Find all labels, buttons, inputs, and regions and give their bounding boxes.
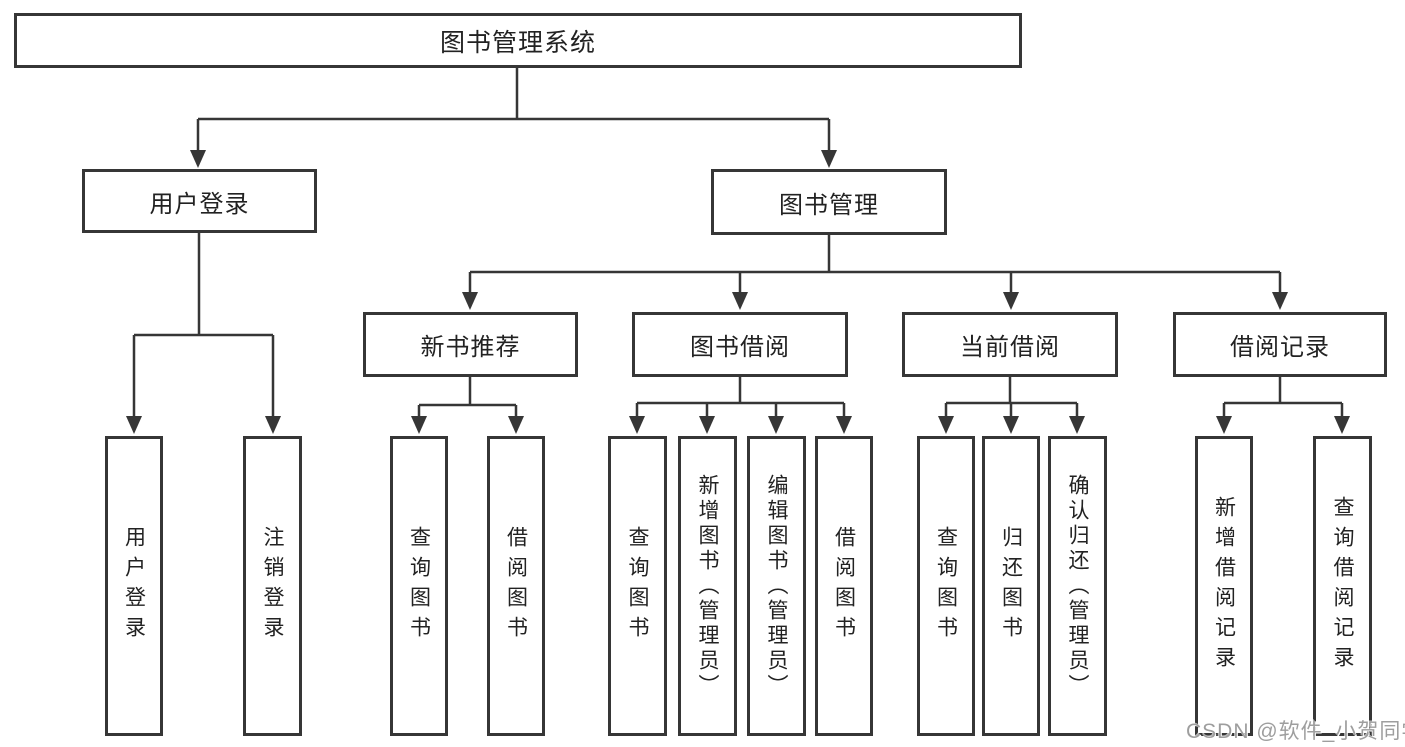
edge-records-split bbox=[1222, 377, 1344, 418]
edge-user-login-split bbox=[132, 233, 275, 418]
leaf-query-books-1-label: 查询图书 bbox=[407, 526, 431, 646]
node-current-borrowing-label: 当前借阅 bbox=[960, 334, 1060, 361]
arrow-head bbox=[629, 416, 645, 434]
leaf-confirm-return-admin: 确认归还（管理员） bbox=[1048, 436, 1107, 736]
node-user-login-label: 用户登录 bbox=[149, 190, 250, 218]
arrow-head bbox=[1272, 292, 1288, 310]
arrow-head bbox=[411, 416, 427, 434]
leaf-return-books: 归还图书 bbox=[982, 436, 1040, 736]
leaf-query-books-2-label: 查询图书 bbox=[626, 526, 649, 646]
node-user-login: 用户登录 bbox=[82, 169, 317, 233]
edge-book-mgmt-split bbox=[468, 235, 1282, 294]
arrow-head bbox=[190, 150, 206, 168]
node-root-label: 图书管理系统 bbox=[439, 28, 596, 57]
edge-borrowing-split bbox=[635, 377, 846, 418]
arrow-head bbox=[1334, 416, 1350, 434]
arrow-head bbox=[508, 416, 524, 434]
node-new-book-recommend-label: 新书推荐 bbox=[420, 334, 521, 361]
leaf-edit-books-admin-label: 编辑图书（管理员） bbox=[765, 473, 788, 699]
arrow-head bbox=[821, 150, 837, 168]
arrow-head bbox=[1003, 416, 1019, 434]
node-current-borrowing: 当前借阅 bbox=[902, 312, 1118, 377]
node-book-management-label: 图书管理 bbox=[779, 191, 879, 219]
leaf-edit-books-admin: 编辑图书（管理员） bbox=[747, 436, 806, 736]
leaf-query-books-2: 查询图书 bbox=[608, 436, 667, 736]
node-book-management: 图书管理 bbox=[711, 169, 947, 235]
leaf-add-books-admin-label: 新增图书（管理员） bbox=[696, 473, 719, 699]
leaf-query-books-3-label: 查询图书 bbox=[934, 526, 958, 646]
arrow-head bbox=[732, 292, 748, 310]
node-book-borrowing-label: 图书借阅 bbox=[690, 334, 790, 361]
arrow-head bbox=[1069, 416, 1085, 434]
leaf-query-books-3: 查询图书 bbox=[917, 436, 975, 736]
leaf-borrow-books-1-label: 借阅图书 bbox=[504, 526, 528, 646]
edge-new-rec-split bbox=[417, 377, 518, 418]
node-new-book-recommend: 新书推荐 bbox=[363, 312, 578, 377]
arrow-head bbox=[126, 416, 142, 434]
leaf-return-books-label: 归还图书 bbox=[999, 526, 1023, 646]
leaf-confirm-return-admin-label: 确认归还（管理员） bbox=[1066, 473, 1089, 699]
leaf-add-borrow-record: 新增借阅记录 bbox=[1195, 436, 1253, 736]
leaf-query-borrow-record-label: 查询借阅记录 bbox=[1331, 496, 1354, 676]
arrow-head bbox=[1003, 292, 1019, 310]
edge-current-split bbox=[944, 377, 1079, 418]
arrow-heads bbox=[126, 150, 1350, 434]
arrow-head bbox=[699, 416, 715, 434]
node-borrowing-records: 借阅记录 bbox=[1173, 312, 1387, 377]
leaf-logout-label: 注销登录 bbox=[261, 526, 284, 646]
leaf-user-login: 用户登录 bbox=[105, 436, 163, 736]
node-book-borrowing: 图书借阅 bbox=[632, 312, 848, 377]
arrow-head bbox=[265, 416, 281, 434]
arrow-head bbox=[1216, 416, 1232, 434]
leaf-user-login-label: 用户登录 bbox=[122, 526, 146, 646]
csdn-watermark: CSDN @软件_小贺同学 bbox=[1186, 720, 1405, 743]
node-borrowing-records-label: 借阅记录 bbox=[1230, 334, 1330, 361]
leaf-borrow-books-2: 借阅图书 bbox=[815, 436, 873, 736]
leaf-add-borrow-record-label: 新增借阅记录 bbox=[1212, 496, 1236, 676]
leaf-borrow-books-2-label: 借阅图书 bbox=[832, 526, 856, 646]
arrow-head bbox=[768, 416, 784, 434]
leaf-borrow-books-1: 借阅图书 bbox=[487, 436, 545, 736]
leaf-logout: 注销登录 bbox=[243, 436, 302, 736]
node-root: 图书管理系统 bbox=[14, 13, 1022, 68]
arrow-head bbox=[462, 292, 478, 310]
leaf-query-borrow-record: 查询借阅记录 bbox=[1313, 436, 1372, 736]
edge-root-split bbox=[196, 68, 831, 152]
leaf-add-books-admin: 新增图书（管理员） bbox=[678, 436, 737, 736]
leaf-query-books-1: 查询图书 bbox=[390, 436, 448, 736]
arrow-head bbox=[938, 416, 954, 434]
arrow-head bbox=[836, 416, 852, 434]
